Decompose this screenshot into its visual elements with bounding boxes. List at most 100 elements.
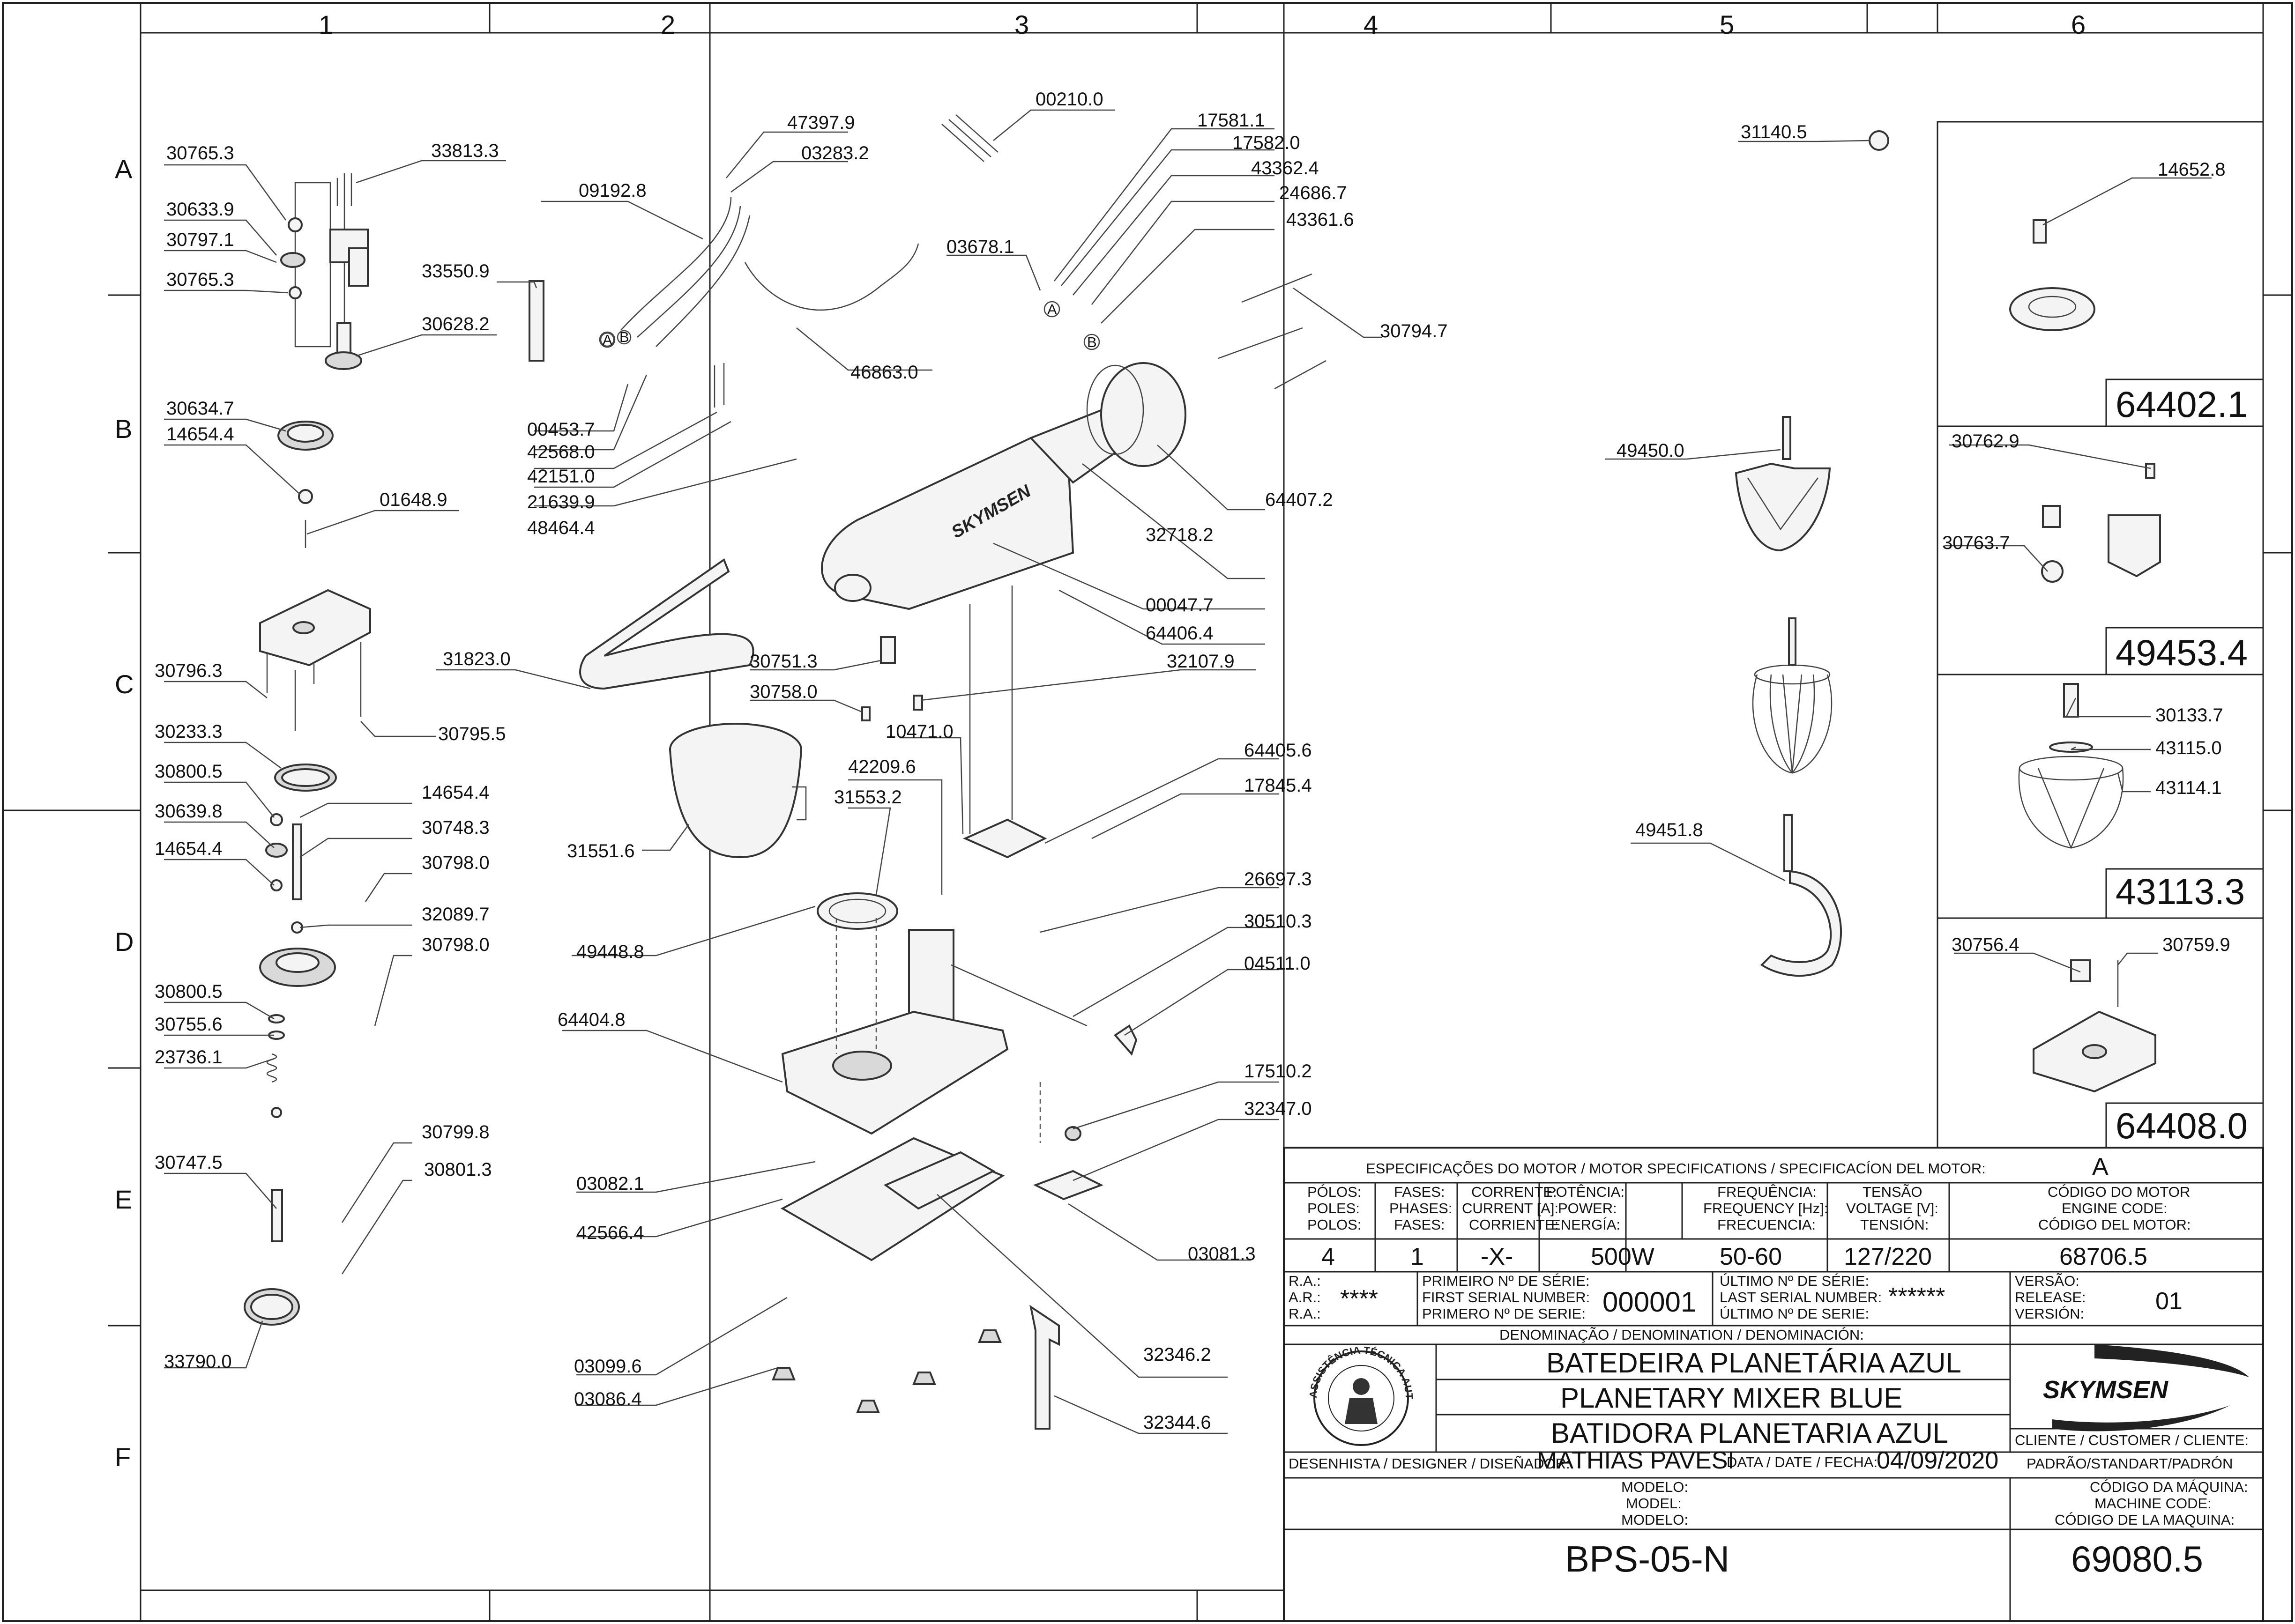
callout-33550-9: 33550.9 bbox=[422, 261, 490, 282]
callout-labels: 30765.3 33813.3 30633.9 30797.1 30765.3 … bbox=[155, 89, 2230, 1433]
denomination-header: DENOMINAÇÃO / DENOMINATION / DENOMINACIÓ… bbox=[1499, 1327, 1864, 1343]
callout-42568-0: 42568.0 bbox=[527, 442, 595, 462]
callout-14654-4-mid: 14654.4 bbox=[422, 782, 490, 803]
poles-head-en: POLES: bbox=[1307, 1200, 1360, 1216]
callout-30510-3: 30510.3 bbox=[1244, 911, 1312, 932]
callout-24686-7: 24686.7 bbox=[1279, 183, 1347, 203]
callout-30762-9: 30762.9 bbox=[1952, 431, 2019, 452]
callout-14654-4-top: 14654.4 bbox=[166, 424, 234, 445]
motor-spec-header: ESPECIFICAÇÕES DO MOTOR / MOTOR SPECIFIC… bbox=[1366, 1160, 1986, 1177]
callout-03086-4: 03086.4 bbox=[574, 1389, 642, 1409]
callout-30801-3: 30801.3 bbox=[424, 1159, 492, 1180]
callout-17581-1: 17581.1 bbox=[1197, 110, 1265, 131]
designer-label: DESENHISTA / DESIGNER / DISEÑADOR: bbox=[1289, 1455, 1570, 1472]
poles-head-pt: PÓLOS: bbox=[1307, 1184, 1361, 1200]
callout-30795-5: 30795.5 bbox=[438, 724, 506, 744]
assembly-64402-1: 64402.1 bbox=[2116, 384, 2248, 425]
callout-03099-6: 03099.6 bbox=[574, 1356, 642, 1377]
ra-label-pt: R.A.: bbox=[1289, 1273, 1321, 1289]
callout-09192-8: 09192.8 bbox=[579, 180, 647, 201]
balloon-a-2: A bbox=[1047, 301, 1057, 318]
callout-10471-0: 10471.0 bbox=[886, 721, 954, 742]
callout-49448-8: 49448.8 bbox=[576, 942, 644, 962]
brand-text: SKYMSEN bbox=[2043, 1376, 2168, 1404]
motor-spec-heads: PÓLOS: POLES: POLOS: FASES: PHASES: FASE… bbox=[1307, 1184, 2191, 1233]
side-assembly-panels: 64402.1 49453.4 43113.3 64408.0 bbox=[1937, 121, 2264, 1148]
callout-30765-3-bottom: 30765.3 bbox=[166, 269, 234, 290]
voltage-value: 127/220 bbox=[1844, 1243, 1932, 1270]
grid-row-e: E bbox=[115, 1185, 132, 1214]
voltage-head-pt: TENSÃO bbox=[1863, 1184, 1922, 1200]
callout-32089-7: 32089.7 bbox=[422, 904, 490, 925]
callout-30799-8: 30799.8 bbox=[422, 1122, 490, 1142]
callout-03678-1: 03678.1 bbox=[946, 237, 1014, 257]
current-head-pt: CORRENTE: bbox=[1471, 1184, 1557, 1200]
machine-code-label-pt: CÓDIGO DA MÁQUINA: bbox=[2090, 1479, 2248, 1495]
date-value: 04/09/2020 bbox=[1877, 1447, 1998, 1474]
last-serial-label-es: ÚLTIMO Nº DE SERIE: bbox=[1720, 1305, 1869, 1322]
designer-value: MATHIAS PAVESI bbox=[1537, 1447, 1735, 1474]
callout-00047-7: 00047.7 bbox=[1146, 595, 1214, 615]
callout-46863-0: 46863.0 bbox=[850, 362, 918, 383]
callout-30797-1: 30797.1 bbox=[166, 230, 234, 250]
machine-code-label-en: MACHINE CODE: bbox=[2094, 1495, 2212, 1512]
callout-42566-4: 42566.4 bbox=[576, 1223, 644, 1243]
callout-43361-6: 43361.6 bbox=[1286, 209, 1354, 230]
callout-30751-3: 30751.3 bbox=[750, 651, 818, 672]
callout-30634-7: 30634.7 bbox=[166, 398, 234, 419]
grid-row-a: A bbox=[115, 154, 133, 184]
callout-26697-3: 26697.3 bbox=[1244, 869, 1312, 890]
callout-64406-4: 64406.4 bbox=[1146, 623, 1214, 644]
name-pt: BATEDEIRA PLANETÁRIA AZUL bbox=[1546, 1347, 1961, 1379]
parts-column-5-6 bbox=[1735, 130, 2161, 1093]
callout-30759-9: 30759.9 bbox=[2162, 934, 2230, 955]
power-head-es: ENERGÍA: bbox=[1551, 1216, 1620, 1233]
grid-row-f: F bbox=[115, 1442, 131, 1472]
first-serial-value: 000001 bbox=[1602, 1286, 1696, 1318]
client-label: CLIENTE / CUSTOMER / CLIENTE: bbox=[2015, 1432, 2249, 1448]
grid-col-2: 2 bbox=[661, 10, 675, 39]
grid-col-4: 4 bbox=[1364, 10, 1378, 39]
grid-col-5: 5 bbox=[1720, 10, 1734, 39]
callout-30639-8: 30639.8 bbox=[155, 801, 223, 822]
callout-32347-0: 32347.0 bbox=[1244, 1098, 1312, 1119]
first-serial-label-es: PRIMERO Nº DE SERIE: bbox=[1422, 1305, 1586, 1322]
callout-42209-6: 42209.6 bbox=[848, 756, 916, 777]
phases-head-pt: FASES: bbox=[1394, 1184, 1445, 1200]
callout-48464-4: 48464.4 bbox=[527, 518, 595, 538]
poles-value: 4 bbox=[1321, 1243, 1335, 1270]
callout-21639-9: 21639.9 bbox=[527, 492, 595, 512]
version-label-en: RELEASE: bbox=[2015, 1289, 2086, 1305]
grid-labels: 1 2 3 4 5 6 A B C D E F bbox=[115, 10, 2086, 1472]
current-value: -X- bbox=[1481, 1243, 1513, 1270]
callout-30800-5-bottom: 30800.5 bbox=[155, 981, 223, 1002]
callout-43115-0: 43115.0 bbox=[2155, 738, 2222, 758]
callout-30748-3: 30748.3 bbox=[422, 817, 490, 838]
ra-label-es: R.A.: bbox=[1289, 1305, 1321, 1322]
assembly-64408-0: 64408.0 bbox=[2116, 1105, 2248, 1146]
callout-31140-5: 31140.5 bbox=[1741, 122, 1807, 142]
callout-32107-9: 32107.9 bbox=[1167, 651, 1235, 672]
version-value: 01 bbox=[2155, 1288, 2183, 1315]
callout-64407-2: 64407.2 bbox=[1265, 489, 1333, 510]
ra-label-en: A.R.: bbox=[1289, 1289, 1321, 1305]
frequency-value: 50-60 bbox=[1720, 1243, 1782, 1270]
grid-col-3: 3 bbox=[1014, 10, 1029, 39]
date-label: DATA / DATE / FECHA: bbox=[1727, 1454, 1878, 1470]
power-head-pt: POTÊNCIA: bbox=[1546, 1184, 1624, 1200]
phases-head-en: PHASES: bbox=[1389, 1200, 1452, 1216]
callout-14654-4-low: 14654.4 bbox=[155, 838, 223, 859]
callout-00210-0: 00210.0 bbox=[1036, 89, 1103, 110]
callout-49450-0: 49450.0 bbox=[1617, 440, 1684, 461]
first-serial-label-pt: PRIMEIRO Nº DE SÉRIE: bbox=[1422, 1273, 1590, 1289]
callout-64404-8: 64404.8 bbox=[558, 1009, 626, 1030]
callout-17510-2: 17510.2 bbox=[1244, 1061, 1312, 1082]
version-label-pt: VERSÃO: bbox=[2015, 1273, 2079, 1289]
machine-code-value: 69080.5 bbox=[2071, 1538, 2203, 1580]
assembly-49453-4: 49453.4 bbox=[2116, 632, 2248, 673]
callout-30794-7: 30794.7 bbox=[1380, 321, 1448, 341]
callout-30798-0-bottom: 30798.0 bbox=[422, 934, 490, 955]
grid-row-c: C bbox=[115, 669, 134, 699]
callout-31551-6: 31551.6 bbox=[567, 841, 635, 861]
callout-17582-0: 17582.0 bbox=[1232, 133, 1300, 153]
